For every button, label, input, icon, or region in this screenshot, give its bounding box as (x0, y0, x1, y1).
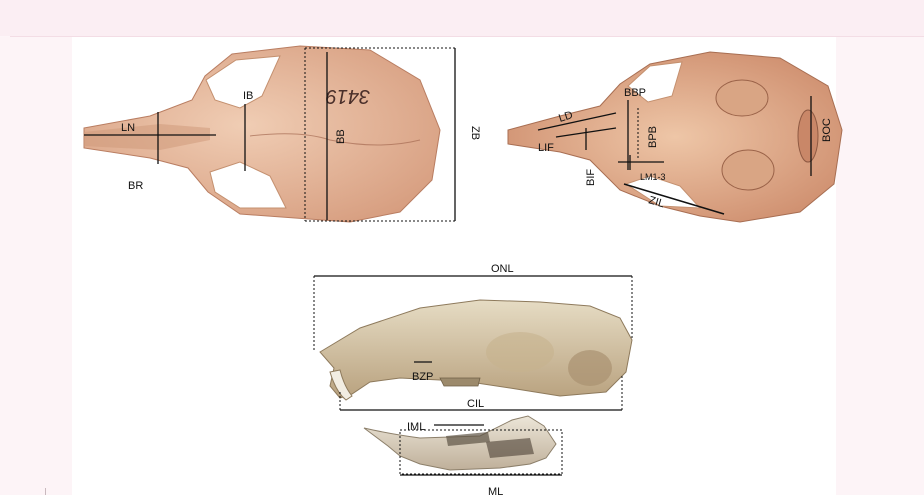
label-bb: BB (335, 129, 347, 144)
label-lif: LIF (538, 142, 554, 154)
label-boc: BOC (821, 118, 833, 142)
label-br: BR (128, 180, 143, 192)
label-bif: BIF (585, 169, 597, 186)
label-ib: IB (243, 90, 253, 102)
label-bbp: BBP (624, 87, 646, 99)
label-ln: LN (121, 122, 135, 134)
label-iml: IML (407, 421, 425, 433)
lateral-orbit (486, 332, 554, 372)
ventral-skull-view: BBP LD LIF BIF BPB LM1-3 ZIL BOC (508, 52, 842, 222)
mandible-view: IML ML (364, 416, 562, 495)
ventral-foramen-magnum (798, 110, 818, 162)
lateral-skull-view: ONL BZP CIL (314, 263, 632, 410)
ventral-bulla-bottom (722, 150, 774, 190)
svg-text:3419: 3419 (326, 85, 371, 107)
label-zb: ZB (469, 126, 481, 140)
specimen-number-mark: 3419 (326, 85, 371, 107)
lateral-molars (440, 378, 480, 386)
ventral-bulla-top (716, 80, 768, 116)
lateral-bulla (568, 350, 612, 386)
label-onl: ONL (491, 263, 514, 275)
dorsal-skull-view: 3419 LN BR IB BB ZB (84, 46, 481, 222)
label-ml: ML (488, 486, 503, 495)
label-bzp: BZP (412, 371, 433, 383)
label-cil: CIL (467, 398, 484, 410)
label-bpb: BPB (647, 126, 659, 148)
label-lm: LM1-3 (640, 172, 666, 182)
